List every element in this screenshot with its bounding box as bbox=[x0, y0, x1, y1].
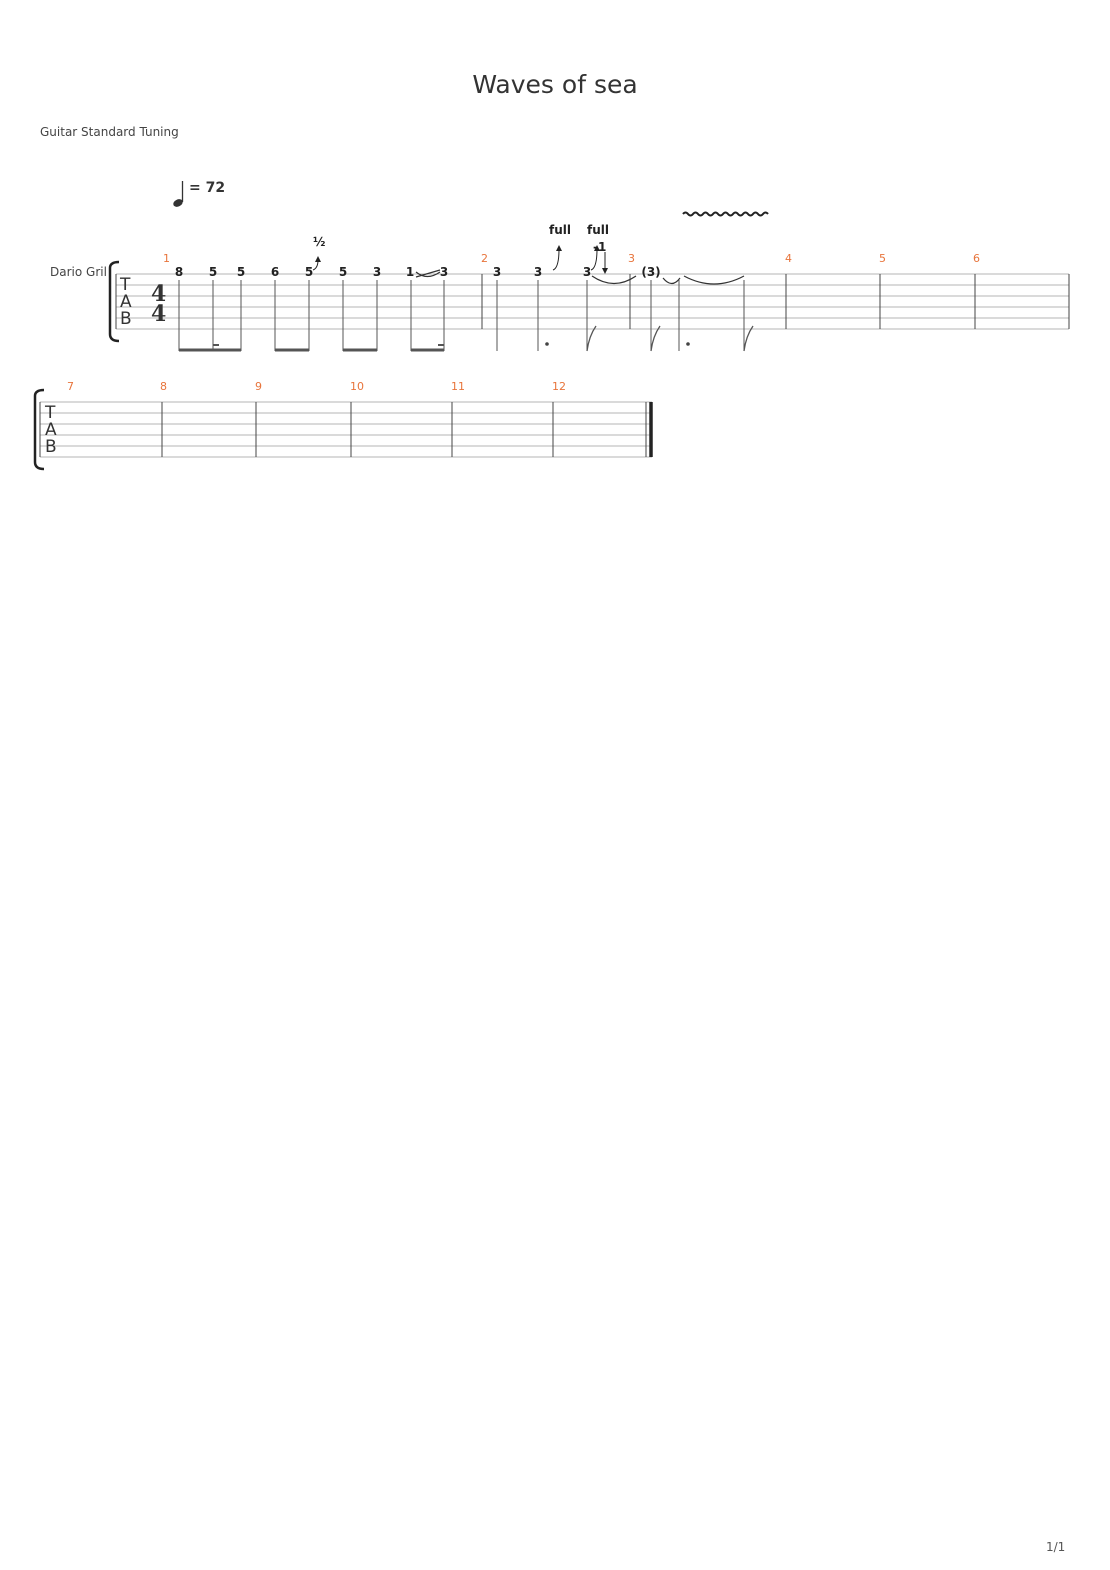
full-bend-label: full bbox=[587, 223, 609, 237]
quarter-note-icon bbox=[173, 181, 184, 207]
note-flags bbox=[586, 325, 754, 352]
track-name: Dario Gril bbox=[50, 265, 107, 279]
system-bracket bbox=[108, 260, 120, 343]
fret-number: 8 bbox=[175, 265, 183, 279]
bar-number: 2 bbox=[481, 252, 488, 265]
fret-number: 6 bbox=[271, 265, 279, 279]
dots bbox=[545, 342, 690, 346]
fret-number: 5 bbox=[339, 265, 347, 279]
tab-letter-b: B bbox=[45, 437, 57, 457]
staff-lines bbox=[40, 401, 652, 458]
score-title: Waves of sea bbox=[472, 70, 638, 99]
bar-number: 4 bbox=[785, 252, 792, 265]
bar-number: 11 bbox=[451, 380, 465, 393]
fret-number: 1 bbox=[406, 265, 414, 279]
time-signature-bottom: 4 bbox=[151, 301, 166, 327]
fret-number: 3 bbox=[493, 265, 501, 279]
bend-arrow-heads bbox=[315, 245, 608, 274]
tab-letter-t: T bbox=[119, 275, 131, 295]
tab-letter-t: T bbox=[44, 403, 56, 423]
fret-number: (3) bbox=[641, 265, 660, 279]
vibrato-mark bbox=[682, 211, 769, 217]
bar-number: 10 bbox=[350, 380, 364, 393]
bar-number: 8 bbox=[160, 380, 167, 393]
bar-number: 3 bbox=[628, 252, 635, 265]
bar-lines bbox=[115, 274, 1070, 329]
tab-letter-a: A bbox=[45, 420, 57, 440]
note-stems bbox=[178, 280, 745, 351]
fret-number: 5 bbox=[305, 265, 313, 279]
bar-number: 5 bbox=[879, 252, 886, 265]
tab-letter-b: B bbox=[120, 309, 132, 329]
full-bend-label: full bbox=[549, 223, 571, 237]
staff-lines bbox=[116, 273, 1069, 330]
tempo-marking: = 72 bbox=[189, 180, 226, 196]
tab-letter-a: A bbox=[120, 292, 132, 312]
page-number: 1/1 bbox=[1046, 1540, 1066, 1554]
tuning-label: Guitar Standard Tuning bbox=[40, 125, 179, 139]
time-signature-top: 4 bbox=[151, 281, 166, 307]
system-2: T A B 7 8 9 10 11 12 bbox=[33, 380, 653, 471]
tie-marks bbox=[415, 269, 745, 285]
release-label: -1 bbox=[593, 240, 606, 254]
fret-number: 5 bbox=[237, 265, 245, 279]
fret-number: 3 bbox=[440, 265, 448, 279]
bar-number: 1 bbox=[163, 252, 170, 265]
fret-number: 3 bbox=[373, 265, 381, 279]
half-bend-label: ½ bbox=[313, 235, 325, 249]
fret-number: 3 bbox=[583, 265, 591, 279]
system-bracket bbox=[33, 388, 45, 471]
bar-number: 12 bbox=[552, 380, 566, 393]
bar-number: 7 bbox=[67, 380, 74, 393]
bend-arrows bbox=[312, 248, 606, 271]
fret-number: 3 bbox=[534, 265, 542, 279]
bar-number: 6 bbox=[973, 252, 980, 265]
bar-number: 9 bbox=[255, 380, 262, 393]
system-1: T A B 4 4 1 2 3 4 5 6 8 5 5 6 5 5 3 1 3 … bbox=[108, 211, 1070, 352]
fret-number: 5 bbox=[209, 265, 217, 279]
bar-lines bbox=[39, 402, 647, 457]
